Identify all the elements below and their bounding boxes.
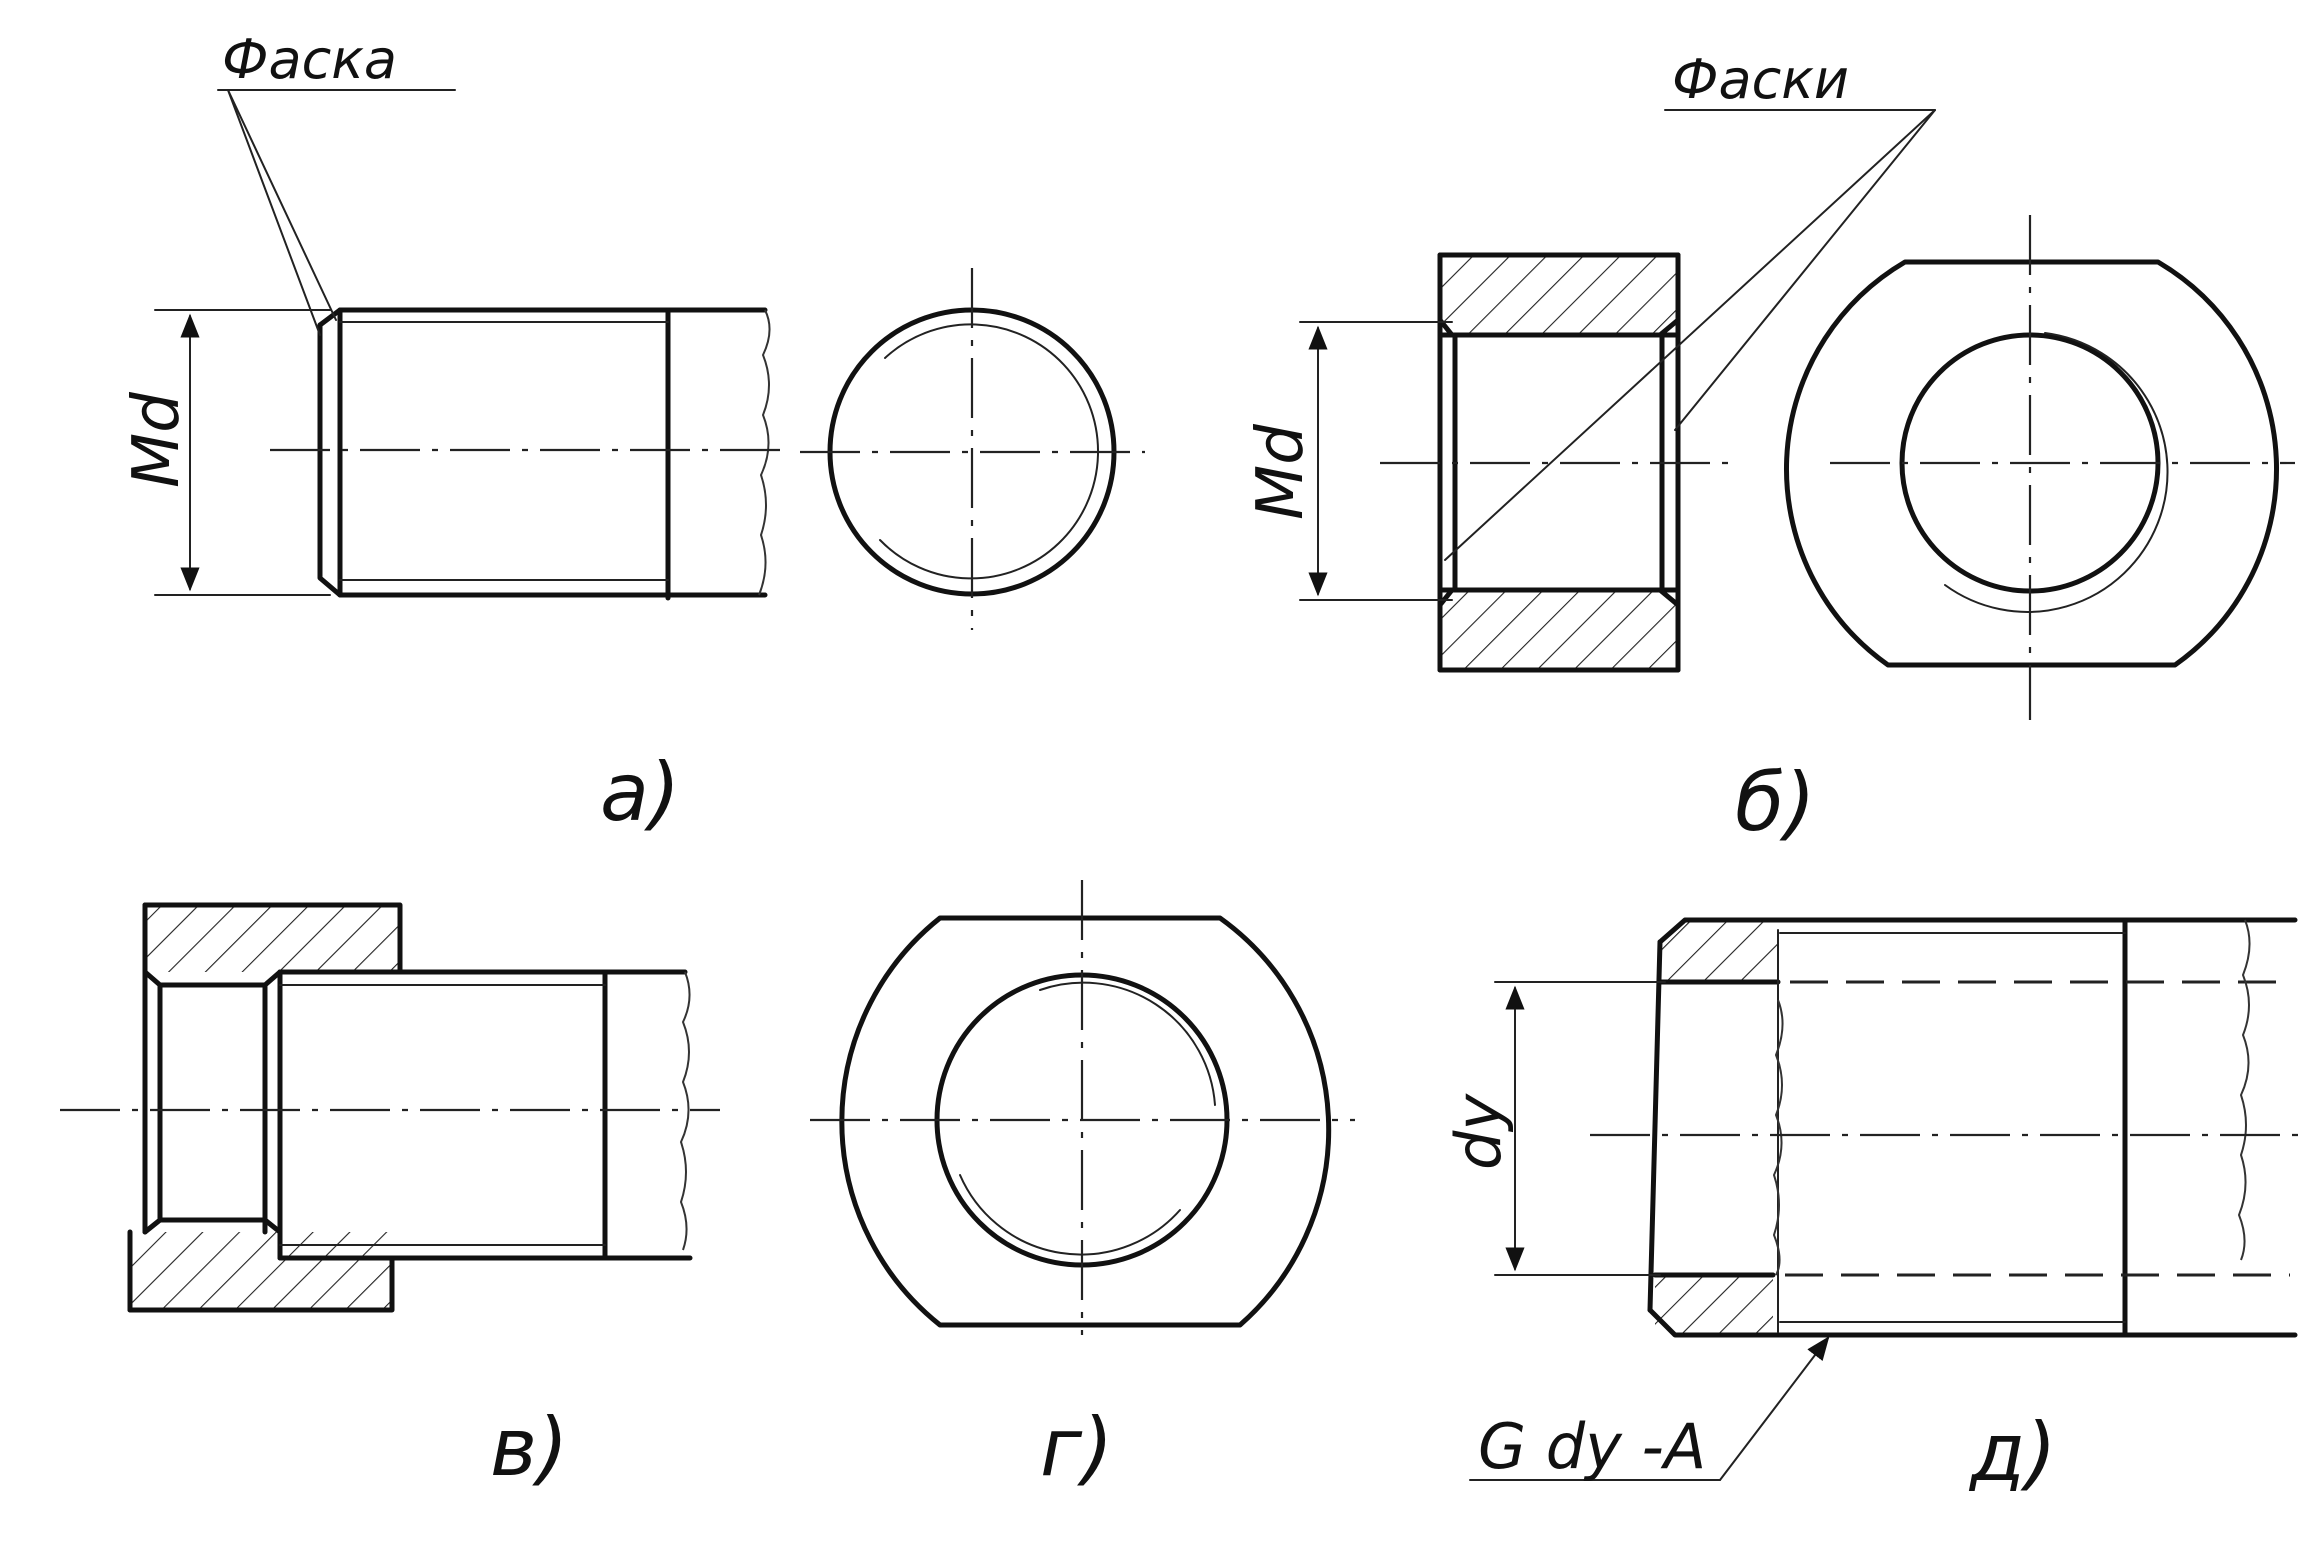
dy-dimension: dy	[1442, 981, 1666, 1276]
pipe-section	[1590, 917, 2300, 1338]
nut-section	[1380, 252, 1730, 673]
figure-g: г)	[810, 880, 1355, 1494]
md-dimension-b: Md	[1244, 321, 1453, 601]
chamfer-label-a: Фаска	[222, 28, 397, 91]
chamfers-label-b: Фаски	[1672, 48, 1849, 111]
assembly-section	[60, 902, 720, 1313]
figure-b: Md Фаски б)	[1244, 48, 2295, 849]
caption-d: д)	[1968, 1406, 2057, 1499]
caption-a: a)	[600, 746, 680, 839]
caption-g: г)	[1040, 1401, 1113, 1494]
rod-side-view	[270, 307, 790, 601]
part-end-view	[810, 880, 1355, 1335]
md-dimension: Md	[120, 309, 331, 596]
dim-dy-label: dy	[1442, 1093, 1515, 1170]
thread-designation-label: G dy -A	[1478, 1410, 1706, 1483]
dim-md-label-a: Md	[120, 392, 194, 488]
chamfer-callout: Фаска	[217, 28, 456, 336]
caption-b: б)	[1735, 756, 1816, 849]
figure-v: в)	[60, 902, 720, 1494]
thread-designation-callout: G dy -A	[1469, 1336, 1830, 1483]
dim-md-label-b: Md	[1244, 424, 1318, 520]
figure-d: dy G dy -A д)	[1442, 917, 2300, 1499]
figure-a: Md Фаска a)	[120, 28, 1145, 839]
rod-end-view	[800, 268, 1145, 630]
chamfers-callout: Фаски	[1444, 48, 1936, 561]
nut-end-view	[1783, 215, 2295, 720]
caption-v: в)	[490, 1401, 568, 1494]
